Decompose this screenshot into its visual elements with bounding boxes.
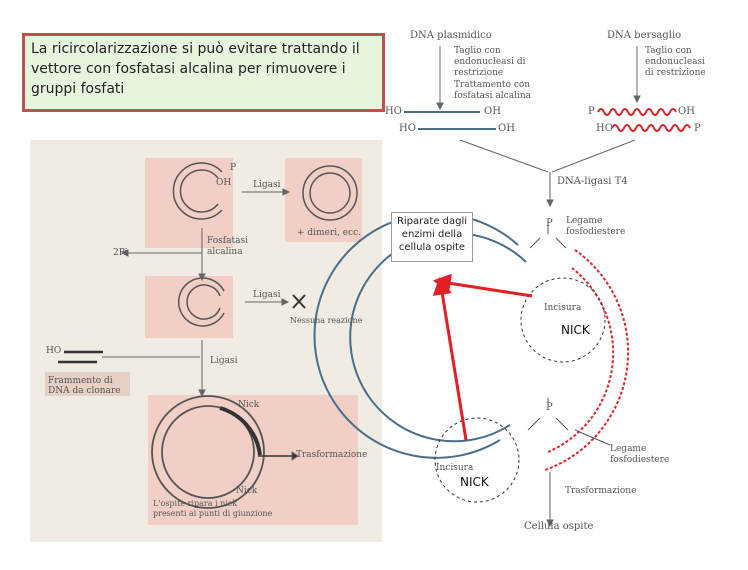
p-label-1: P (588, 106, 595, 117)
incisura-label-2: Incisura (436, 463, 474, 473)
oh-label-1: OH (484, 106, 501, 117)
right-arrows (436, 46, 641, 528)
book-trasformazione: Trasformazione (296, 450, 368, 460)
trasformazione-label: Trasformazione (565, 486, 637, 496)
cross-icon (292, 294, 306, 309)
riparate-annotation-box: Riparate dagli enzimi della cellula ospi… (391, 212, 473, 262)
book-recircularized-circle (302, 165, 358, 221)
oh-label-3: OH (678, 106, 695, 117)
legame-label-1: Legame fosfodiestere (566, 216, 626, 237)
nick-zoom-upper (520, 277, 606, 363)
book-recombinant-circle (151, 395, 265, 509)
trattamento-label: Trattamento con fosfatasi alcalina (454, 80, 531, 101)
book-ligasi-3: Ligasi (210, 356, 238, 366)
panel-fragment (45, 372, 130, 396)
book-insert-arc (219, 406, 262, 456)
book-nessuna-reazione: Nessuna reazione (290, 316, 363, 325)
plasmid-linear-strands (404, 111, 496, 130)
nick-label-upper: NICK (561, 323, 590, 337)
callout-text: La ricircolarizzazione si può evitare tr… (31, 41, 360, 97)
legame-label-2: Legame fosfodiestere (610, 444, 670, 465)
book-nick-1: Nick (238, 400, 260, 410)
book-nick-2: Nick (236, 486, 258, 496)
book-ligasi-1: Ligasi (253, 180, 281, 190)
book-p-label: P (230, 163, 237, 173)
book-fosfatasi: Fosfatasi alcalina (207, 236, 248, 257)
nick-zoom-lower (434, 417, 520, 503)
dna-bersaglio-label: DNA bersaglio (607, 30, 682, 41)
book-ho-label: HO (46, 346, 62, 356)
book-bottom-caption: L'ospite ripara i nick presenti ai punti… (153, 499, 273, 518)
phosphodiester-structures (527, 226, 611, 446)
panel-linear-vector (145, 158, 233, 248)
book-arrows (102, 188, 299, 461)
book-frammento: Frammento di DNA da clonare (48, 376, 121, 396)
p-label-2: P (694, 123, 701, 134)
incisura-label-1: Incisura (544, 303, 582, 313)
book-ligasi-2: Ligasi (253, 290, 281, 300)
phosphate-p-lower: P (546, 402, 553, 413)
book-dimeri: + dimeri, ecc. (297, 228, 362, 238)
target-circle-strands (544, 249, 630, 471)
panel-dephosphorylated (145, 276, 233, 338)
book-vector-circle (172, 162, 223, 220)
cellula-ospite-label: Cellula ospite (524, 521, 594, 532)
target-linear-strands (597, 108, 691, 132)
ho-label-3: HO (596, 123, 613, 134)
red-arrows (432, 273, 533, 441)
oh-label-2: OH (498, 123, 515, 134)
book-oh-label: OH (216, 178, 232, 188)
taglio-label-1: Taglio con endonucleasi di restrizione (454, 46, 526, 78)
phosphate-p-upper: P (546, 218, 553, 229)
nick-label-lower: NICK (460, 475, 489, 489)
book-two-pi: 2Pi (113, 248, 128, 258)
ho-label-1: HO (385, 106, 402, 117)
book-dephos-circle (177, 277, 225, 327)
book-fragment-lines (58, 350, 103, 364)
riparate-text: Riparate dagli enzimi della cellula ospi… (396, 216, 468, 253)
ho-label-2: HO (399, 123, 416, 134)
dna-ligasi-label: DNA-ligasi T4 (557, 176, 628, 187)
callout-box: La ricircolarizzazione si può evitare tr… (22, 33, 385, 112)
taglio-label-2: Taglio con endonucleasi di restrizione (645, 46, 706, 78)
dna-plasmidico-label: DNA plasmidico (410, 30, 492, 41)
